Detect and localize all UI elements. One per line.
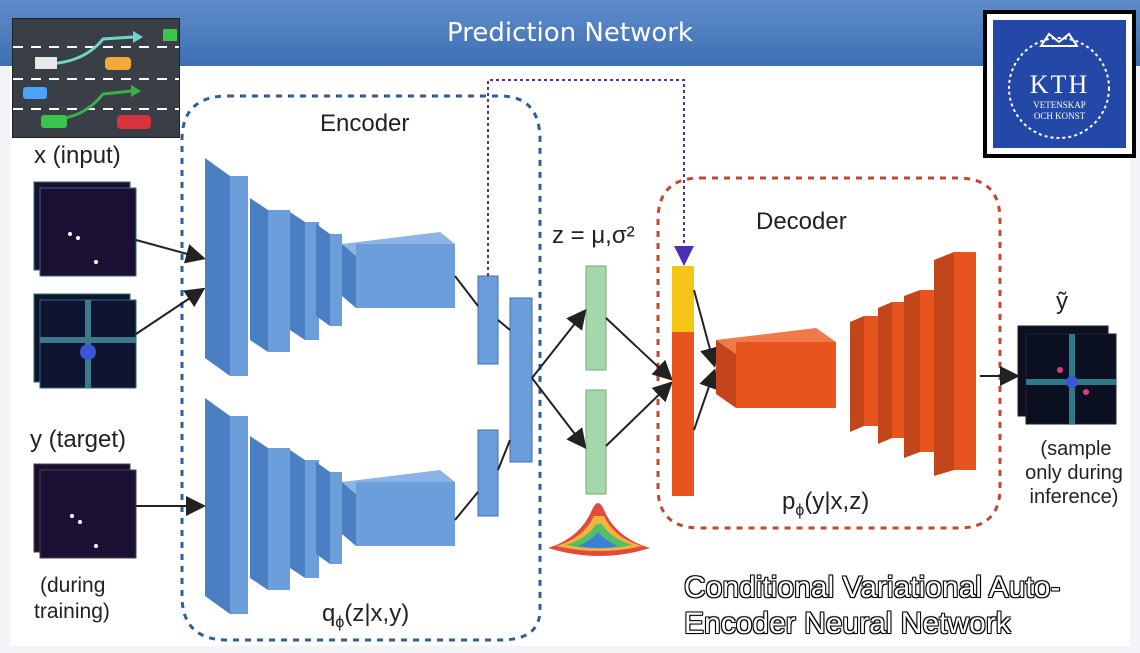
decoder-boundary	[656, 176, 1002, 530]
caption-line2: Encoder Neural Network	[684, 607, 1011, 640]
kth-logo-emblem	[1008, 32, 1110, 139]
y-output-image-stack	[1017, 325, 1117, 425]
kth-logo-background: KTH VETENSKAP OCH KONST	[993, 20, 1126, 148]
kth-logo-brand: KTH	[1029, 70, 1090, 99]
likelihood-args: (y|x,z)	[804, 488, 870, 515]
gaussian-distribution-plot	[548, 503, 650, 556]
traffic-scene-drawing	[13, 29, 179, 129]
encoder-upper-blocks	[205, 158, 455, 376]
encoder-merge-layer	[509, 297, 533, 463]
caption-line1: Conditional Variational Auto-	[684, 571, 1061, 604]
decoder-label: Decoder	[756, 208, 847, 235]
likelihood-symbol: p	[782, 488, 796, 515]
y-target-label: y (target)	[30, 426, 127, 453]
encoder-dense-lower	[477, 429, 499, 517]
posterior-symbol: q	[322, 600, 336, 627]
slide-title: Prediction Network	[447, 18, 693, 48]
y-target-note-line1: (during	[40, 574, 106, 597]
encoder-lower-blocks	[205, 398, 455, 614]
x-input-label: x (input)	[34, 142, 121, 169]
y-target-note-line2: training)	[34, 600, 110, 623]
output-note-line3: inference)	[1029, 486, 1119, 508]
posterior-subscript: ϕ	[335, 613, 345, 631]
likelihood-subscript: ϕ	[795, 501, 805, 519]
latent-sigma	[585, 389, 607, 495]
y-target-image-stack	[33, 463, 137, 559]
concat-latent-segment	[672, 332, 694, 496]
x-input-map-stack	[33, 293, 137, 389]
latent-label: z = μ,σ²	[552, 222, 635, 249]
kth-logo-line2: OCH KONST	[1033, 111, 1086, 121]
encoder-boundary	[180, 94, 542, 642]
decoder-likelihood-formula: pϕ(y|x,z)	[782, 488, 869, 520]
kth-logo-line1: VETENSKAP	[1033, 100, 1086, 110]
concat-condition-segment	[672, 266, 694, 332]
posterior-args: (z|x,y)	[344, 600, 410, 627]
decoder-blocks	[693, 252, 976, 476]
output-note-line1: (sample	[1040, 438, 1112, 460]
kth-logo: KTH VETENSKAP OCH KONST	[983, 10, 1136, 158]
output-note-line2: only during	[1025, 462, 1123, 484]
condition-skip-connection	[487, 79, 694, 276]
x-input-image-stack	[33, 181, 137, 277]
output-label: ỹ	[1056, 288, 1068, 315]
encoder-label: Encoder	[320, 110, 410, 137]
traffic-scene-thumbnail	[12, 18, 180, 138]
encoder-posterior-formula: qϕ(z|x,y)	[322, 600, 409, 632]
encoder-dense-upper	[477, 275, 499, 365]
title-bar	[0, 0, 1140, 66]
latent-mu	[585, 265, 607, 371]
